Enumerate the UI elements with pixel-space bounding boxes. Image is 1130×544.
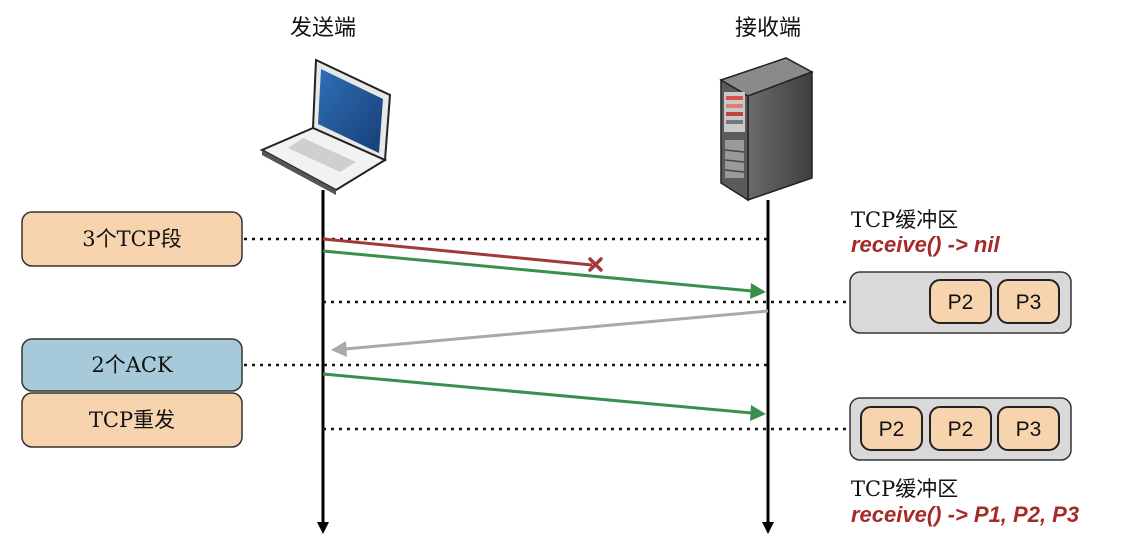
retransmit-arrow [322,372,753,415]
buffer-top-title: TCP缓冲区 [851,208,958,232]
buffer-bottom: P2 P2 P3 [849,397,1072,461]
receiver-title: 接收端 [735,16,801,41]
buffer-bottom-packet: P2 [860,406,923,451]
step-3-segments: 3个TCP段 [21,211,243,267]
step-2-acks: 2个ACK [21,338,243,392]
delivered-segment-arrow [322,249,753,293]
ack-arrowhead [331,341,347,357]
buffer-bottom-packet: P3 [997,406,1060,451]
buffer-bottom-packet: P2 [929,406,992,451]
step-2-acks-label: 2个ACK [91,353,173,377]
retransmit-arrowhead [750,405,766,421]
step-retransmit: TCP重发 [21,392,243,448]
lost-segment-arrow [322,237,593,267]
packet-label: P2 [879,418,905,441]
step-3-segments-label: 3个TCP段 [82,227,182,251]
buffer-top: P2 P3 [849,271,1072,334]
sender-title: 发送端 [290,16,356,41]
dotted-guides [244,237,850,431]
buffer-top-call: receive() -> nil [851,232,1000,257]
packet-label: P2 [948,418,974,441]
packet-label: P3 [1016,291,1042,314]
laptop-icon [259,58,392,195]
server-icon [719,57,814,202]
buffer-top-packet: P2 [929,279,992,324]
buffer-bottom-call: receive() -> P1, P2, P3 [851,502,1079,527]
buffer-top-packet: P3 [997,279,1060,324]
x-mark-icon [588,257,603,272]
step-retransmit-label: TCP重发 [89,408,175,432]
delivered-arrowhead [750,283,766,299]
packet-label: P3 [1016,418,1042,441]
buffer-bottom-title: TCP缓冲区 [851,477,958,501]
packet-label: P2 [948,291,974,314]
ack-arrow [344,309,769,351]
